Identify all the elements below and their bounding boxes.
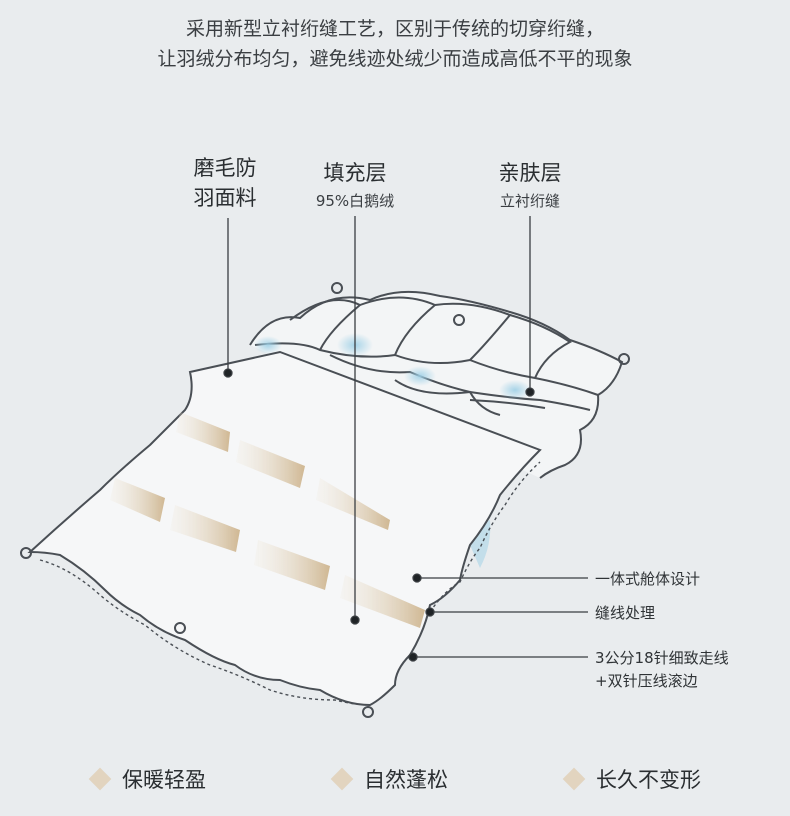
layer-skin-subtitle: 立衬绗缝 [499, 192, 560, 210]
callout-stitching-line-2: +双针压线滚边 [595, 672, 698, 690]
layer-fabric-line-2: 羽面料 [193, 186, 257, 210]
layer-label-fabric: 磨毛防 羽面料 [180, 153, 270, 213]
feature-label: 保暖轻盈 [122, 768, 206, 792]
layer-label-skin: 亲肤层 立衬绗缝 [475, 158, 585, 214]
intro-line-2: 让羽绒分布均匀，避免线迹处绒少而造成高低不平的现象 [157, 48, 633, 70]
layer-label-filling: 填充层 95%白鹅绒 [295, 158, 415, 214]
layer-filling-subtitle: 95%白鹅绒 [315, 192, 395, 210]
intro-text: 采用新型立衬绗缝工艺，区别于传统的切穿绗缝， 让羽绒分布均匀，避免线迹处绒少而造… [0, 14, 790, 74]
intro-line-1: 采用新型立衬绗缝工艺，区别于传统的切穿绗缝， [185, 18, 604, 40]
callout-seam-treatment: 缝线处理 [595, 604, 656, 622]
pointer-lines [223, 216, 588, 662]
feature-natural-fluffy: 自然蓬松 [330, 764, 448, 794]
layer-skin-title: 亲肤层 [498, 161, 562, 185]
diamond-icon [330, 767, 354, 791]
diamond-icon [88, 767, 112, 791]
feature-no-deform: 长久不变形 [562, 764, 701, 794]
feature-label: 长久不变形 [596, 768, 701, 792]
layer-filling-title: 填充层 [323, 161, 387, 185]
callout-stitching: 3公分18针细致走线 +双针压线滚边 [595, 647, 729, 693]
feature-warm-light: 保暖轻盈 [88, 764, 206, 794]
diamond-icon [562, 767, 586, 791]
callout-stitching-line-1: 3公分18针细致走线 [595, 649, 729, 667]
down-filling-stripes [110, 412, 425, 628]
callout-integrated-design: 一体式舱体设计 [595, 570, 701, 588]
feature-label: 自然蓬松 [364, 768, 448, 792]
layer-fabric-line-1: 磨毛防 [193, 156, 257, 180]
